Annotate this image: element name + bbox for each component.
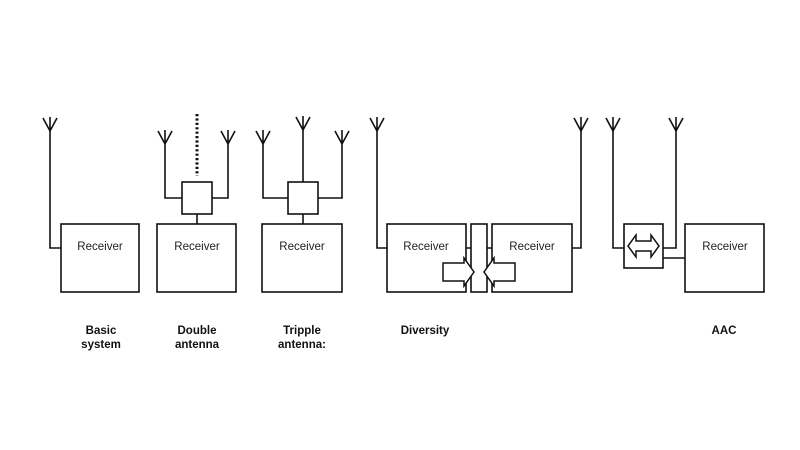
antenna-icon (295, 115, 311, 131)
aac-system: Receiver AAC (605, 116, 765, 337)
caption-line-1: Tripple (283, 325, 321, 337)
combiner-box (181, 181, 213, 215)
caption-line-2: system (81, 339, 121, 351)
double-arrow-icon (627, 232, 660, 260)
combiner-box (287, 181, 319, 215)
antenna-icon (255, 129, 271, 145)
receiver-label: Receiver (509, 241, 555, 253)
antenna-feed-line (164, 144, 182, 199)
antenna-icon (220, 129, 236, 145)
antenna-feed-line (318, 144, 343, 199)
receiver-label: Receiver (174, 241, 220, 253)
caption-line-2: antenna (175, 339, 220, 351)
basic-system: Receiver Basic system (42, 116, 140, 351)
receiver-label: Receiver (77, 241, 123, 253)
caption-line-1: Double (178, 325, 217, 337)
receiver-label: Receiver (702, 241, 748, 253)
diversity-system: Receiver Receiver Diversity (369, 116, 589, 337)
antenna-feed-line (612, 131, 624, 249)
receiver-label: Receiver (403, 241, 449, 253)
antenna-feed-line (49, 131, 61, 249)
antenna-feed-line (212, 144, 229, 199)
antenna-feed-line (663, 131, 677, 249)
antenna-feed-line (262, 144, 288, 199)
caption-line-1: Basic (86, 325, 117, 337)
antenna-icon (369, 116, 385, 132)
receiver-box (386, 223, 467, 293)
receiver-label: Receiver (279, 241, 325, 253)
caption-line-2: antenna: (278, 339, 326, 351)
caption-line-1: Diversity (401, 325, 450, 337)
antenna-icon (605, 116, 621, 132)
arrow-left-icon (483, 255, 516, 289)
receiver-box (261, 223, 343, 293)
antenna-icon (573, 116, 589, 132)
antenna-feed-line (572, 131, 582, 249)
antenna-icon (157, 129, 173, 145)
triple-antenna-system: Receiver Tripple antenna: (255, 115, 350, 351)
receiver-box (491, 223, 573, 293)
antenna-icon (334, 129, 350, 145)
antenna-feed-line (376, 131, 387, 249)
receiver-box (60, 223, 140, 293)
antenna-icon (42, 116, 58, 132)
receiver-box (156, 223, 237, 293)
receiver-box (684, 223, 765, 293)
caption-line-1: AAC (712, 325, 737, 337)
antenna-icon (668, 116, 684, 132)
selector-bar (470, 223, 488, 293)
arrow-right-icon (442, 255, 475, 289)
double-antenna-system: Receiver Double antenna (156, 114, 237, 351)
